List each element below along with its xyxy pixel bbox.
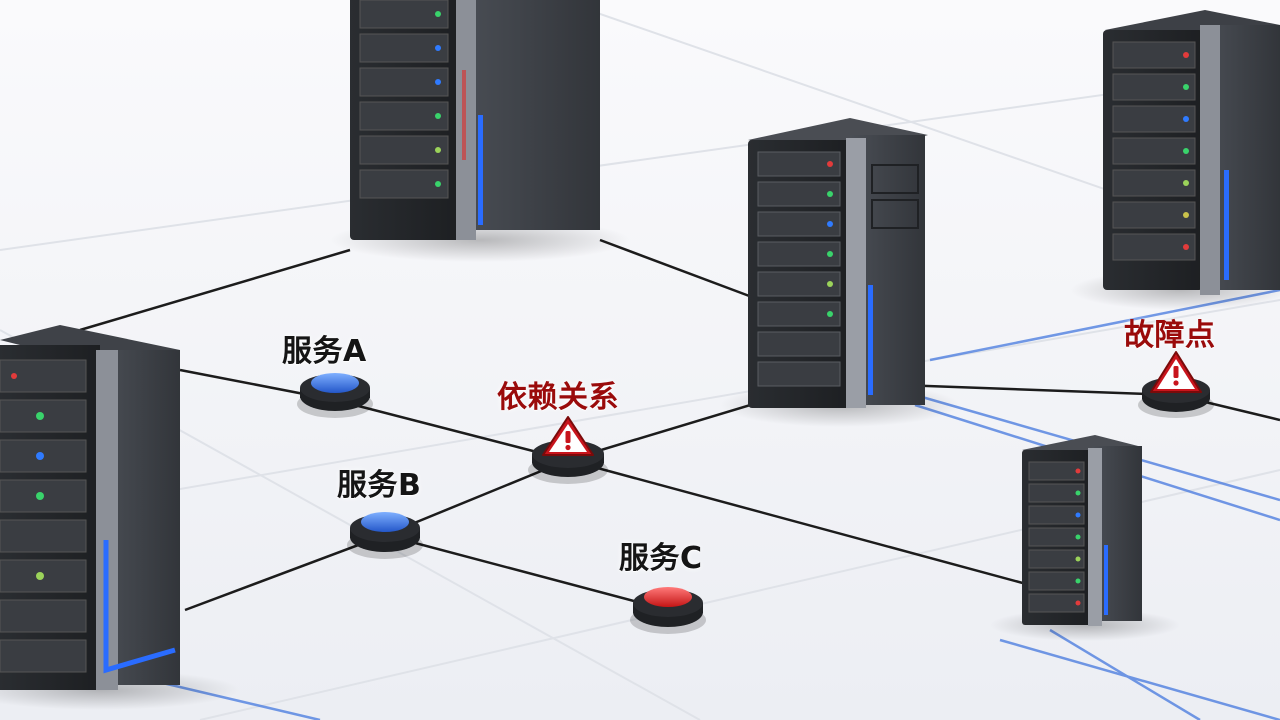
server-rack-top-left: [330, 0, 630, 262]
dependency-label: 依赖关系: [497, 380, 619, 415]
service-c-label: 服务C: [619, 541, 703, 576]
service-a-label: 服务A: [282, 334, 367, 369]
failure-point-node[interactable]: [1138, 351, 1214, 418]
service-c-node[interactable]: [630, 587, 706, 634]
server-rack-center: [720, 118, 960, 427]
warning-triangle-icon: [542, 416, 594, 456]
server-rack-bottom-left: [0, 325, 240, 710]
dependency-lines: [79, 238, 1280, 612]
service-a-node[interactable]: [297, 373, 373, 418]
service-b-node[interactable]: [347, 512, 423, 559]
warning-triangle-icon: [1150, 351, 1202, 393]
server-rack-top-right: [1070, 10, 1280, 310]
failure-point-label: 故障点: [1124, 318, 1216, 353]
service-b-label: 服务B: [337, 468, 422, 503]
server-rack-bottom-right: [990, 435, 1180, 641]
dependency-node[interactable]: [528, 416, 608, 484]
